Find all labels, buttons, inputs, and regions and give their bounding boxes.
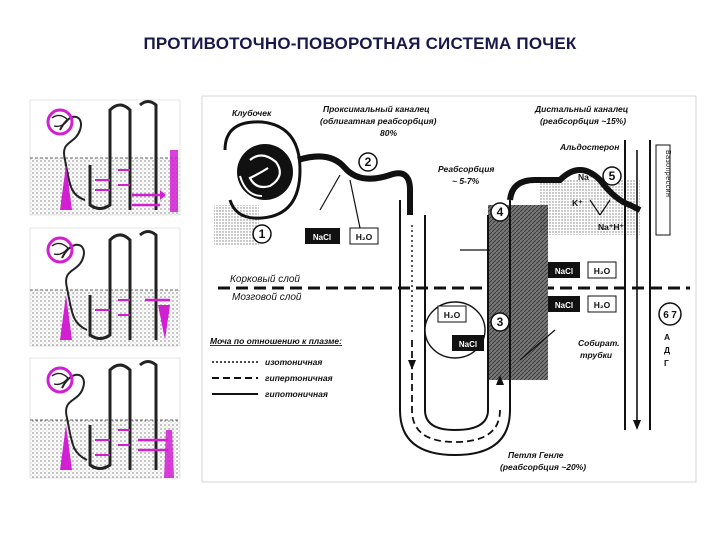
label-k: K⁺ (572, 198, 583, 208)
label-medulla: Мозговой слой (232, 292, 302, 303)
label-distal-2: (реабсорбция ~15%) (540, 116, 626, 126)
nacl-box-cortex: NaCl (305, 228, 340, 244)
svg-text:3: 3 (497, 315, 504, 329)
svg-text:1: 1 (259, 227, 266, 241)
h2o-box-medulla: H₂O (587, 295, 617, 313)
label-collecting-1: Собират. (578, 338, 620, 348)
legend-title: Моча по отношению к плазме: (210, 336, 342, 346)
glomerulus (214, 120, 302, 245)
label-distal-1: Дистальный каналец (534, 104, 629, 114)
svg-text:NaCl: NaCl (555, 267, 573, 276)
collecting-duct (624, 140, 651, 430)
left-panel-2 (29, 227, 181, 347)
label-adh-1: А (664, 332, 670, 342)
svg-text:7: 7 (671, 310, 677, 321)
loop-of-henle-inner (424, 215, 489, 432)
h2o-box-cortex: H₂O (349, 227, 379, 245)
nacl-box-medulla: NaCl (548, 296, 580, 312)
h2o-box-distal: H₂O (587, 261, 617, 279)
legend-hypotonic: гипотоничная (265, 389, 328, 399)
medulla-ellipse: H₂O NaCl (424, 301, 486, 359)
label-collecting-2: трубки (580, 350, 613, 360)
distal-tubule (507, 167, 642, 213)
label-henle-2: (реабсорбция ~20%) (500, 462, 586, 472)
step-numbers: 1 2 3 4 5 6 7 (252, 152, 682, 332)
label-glomerulus: Клубочек (232, 108, 272, 118)
legend: Моча по отношению к плазме: изотоничная … (210, 336, 342, 399)
svg-text:H₂O: H₂O (356, 232, 373, 242)
label-proximal-1: Проксимальный каналец (323, 104, 430, 114)
label-reabsorption-2: ~ 5-7% (452, 176, 480, 186)
loop-of-henle-outer (399, 200, 511, 457)
label-henle-1: Петля Генле (508, 450, 564, 460)
label-proximal-2: (облигатная реабсорбция) (320, 116, 437, 126)
label-na-h: Na⁺H⁺ (598, 222, 624, 232)
svg-text:2: 2 (365, 155, 372, 169)
svg-text:H₂O: H₂O (594, 300, 611, 310)
label-na: Na⁺ (578, 172, 594, 182)
svg-text:H₂O: H₂O (444, 310, 461, 320)
label-adh-2: Д (664, 345, 670, 355)
label-reabsorption-1: Реабсорбция (438, 164, 494, 174)
label-adh-3: Г (664, 358, 669, 368)
legend-hypertonic: гипертоничная (265, 373, 333, 383)
svg-text:6: 6 (663, 310, 669, 321)
proximal-tubule (297, 153, 413, 215)
ascending-limb-shade (488, 205, 548, 380)
left-panel-1 (29, 99, 181, 216)
svg-text:NaCl: NaCl (555, 301, 573, 310)
page-title: ПРОТИВОТОЧНО-ПОВОРОТНАЯ СИСТЕМА ПОЧЕК (143, 34, 577, 53)
label-cortex: Корковый слой (230, 274, 300, 285)
nacl-box-distal: NaCl (548, 262, 580, 278)
svg-text:NaCl: NaCl (313, 233, 331, 242)
label-vasopressin: Вазопрессин (664, 150, 671, 197)
label-proximal-3: 80% (380, 128, 397, 138)
svg-text:H₂O: H₂O (594, 266, 611, 276)
label-aldosterone: Альдостерон (559, 142, 619, 152)
left-panel-3 (29, 357, 181, 479)
legend-isotonic: изотоничная (265, 357, 322, 367)
svg-text:5: 5 (609, 169, 616, 183)
svg-text:NaCl: NaCl (459, 340, 477, 349)
svg-text:4: 4 (497, 205, 504, 219)
